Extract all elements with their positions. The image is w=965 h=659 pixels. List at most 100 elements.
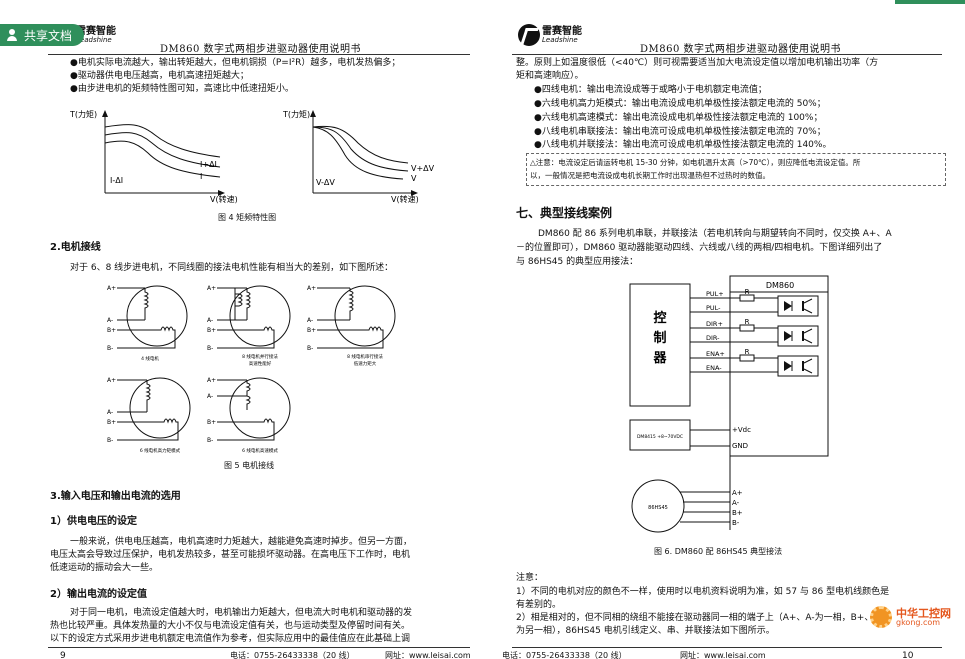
- motor-model-label: 86HS45: [648, 505, 668, 511]
- motor-6wire-torque-diagram: A+ A- B+ B- 6 线电机高力矩模式: [107, 377, 191, 454]
- section-7-line-3: 与 86HS45 的典型应用接法：: [516, 257, 639, 267]
- power-supply-label: DM8415 +8~70VDC: [637, 434, 683, 440]
- section-3-2-heading: 2）输出电流的设定值: [50, 589, 147, 600]
- power-pin-vdc: +Vdc: [732, 426, 751, 434]
- svg-text:A-: A-: [207, 393, 213, 400]
- section-3-1-heading: 1）供电电压的设定: [50, 516, 137, 527]
- controller-char-3: 器: [652, 351, 667, 366]
- svg-text:A+: A+: [307, 285, 316, 292]
- svg-text:B-: B-: [107, 437, 113, 444]
- left-header-rule: [48, 54, 470, 55]
- svg-text:B+: B+: [207, 419, 216, 426]
- right-intro-line-1: 整。原则上如温度很低（<40℃）则可视需要适当加大电流设定值以增加电机输出功率（…: [516, 58, 879, 68]
- note-line-1: △注意：电流设定后请运转电机 15-30 分钟，如电机温升太高（>70℃），则应…: [530, 158, 861, 167]
- right-page-header: DM860 数字式两相步进驱动器使用说明书: [640, 44, 842, 55]
- graph2-curve-top: V+ΔV: [411, 164, 435, 173]
- motor-pin-a-minus: A-: [732, 499, 740, 507]
- right-footer-web: 网址：www.leisai.com: [680, 651, 766, 659]
- logo-en: Leadshine: [76, 35, 112, 44]
- graph2-ylabel: T(力矩): [283, 109, 310, 119]
- section-3-2-line-1: 对于同一电机，电流设定值越大时，电机输出力矩越大，但电流大时电机和驱动器的发: [70, 608, 413, 618]
- right-footer-rule: [512, 647, 942, 648]
- motor-6wire-speed-diagram: A+ A- B+ B- 6 线电机高速模式: [207, 377, 291, 454]
- right-page-number: 10: [902, 651, 914, 659]
- notes-title: 注意：: [516, 573, 544, 583]
- graph2-xlabel: V(转速): [391, 194, 419, 204]
- figure-4-caption: 图 4 矩频特性图: [218, 213, 277, 222]
- svg-text:A+: A+: [207, 285, 216, 292]
- share-document-button[interactable]: 共享文档: [0, 24, 84, 46]
- left-page-header: DM860 数字式两相步进驱动器使用说明书: [160, 44, 362, 55]
- left-bullet-3: ●由步进电机的矩频特性图可知，高速比中低速扭矩小。: [70, 84, 294, 94]
- section-3-1-line-2: 电压太高会导致过压保护，电机发热较多，甚至可能损坏驱动器。在高电压下工作时，电机: [50, 550, 411, 560]
- right-bullet-4: ●八线电机串联接法：输出电流可设成电机单极性接法额定电流的 70%；: [534, 127, 826, 137]
- resistor-pul: R: [745, 288, 750, 296]
- leadshine-logo-icon: [518, 24, 540, 46]
- right-bullet-2: ●六线电机高力矩模式：输出电流设成电机单极性接法额定电流的 50%；: [534, 99, 826, 109]
- signal-ena-minus: ENA-: [706, 364, 722, 372]
- section-3-1-line-1: 一般来说，供电电压越高，电机高速时力矩越大，越能避免高速时掉步。但另一方面，: [70, 537, 413, 547]
- left-bullet-2: ●驱动器供电电压越高，电机高速扭矩越大；: [70, 71, 249, 81]
- gear-icon: [870, 606, 892, 628]
- section-2-text: 对于 6、8 线步进电机，不同线圈的接法电机性能有相当大的差别，如下图所述：: [70, 263, 394, 273]
- motor-8wire-parallel-caption2: 高速性能好: [249, 360, 272, 367]
- svg-text:B-: B-: [207, 437, 213, 444]
- section-2-heading: 2.电机接线: [50, 242, 101, 253]
- notes-line-2: 有差别的。: [516, 600, 562, 610]
- current-note-box: [526, 153, 946, 186]
- figure-5-caption: 图 5 电机接线: [224, 461, 275, 470]
- graph1-xlabel: V(转速): [210, 194, 238, 204]
- motor-pin-b-minus: B-: [732, 519, 740, 527]
- notes-line-3: 2）相是相对的，但不同相的绕组不能接在驱动器同一相的端子上（A+、A-为一相，B…: [516, 613, 883, 623]
- gkong-watermark: 中华工控网 gkong.com: [870, 606, 951, 628]
- svg-text:B+: B+: [207, 327, 216, 334]
- signal-pul-minus: PUL-: [706, 304, 721, 312]
- dm860-wiring-diagram: 控 制 器 DM860 R R R PUL+ PUL- DIR+ DIR- EN…: [629, 275, 829, 533]
- top-accent-bar: [895, 0, 965, 4]
- svg-text:A-: A-: [207, 317, 213, 324]
- motor-8wire-series-caption: 8 线电机串行接法: [347, 353, 383, 360]
- motor-pin-a-plus: A+: [732, 489, 743, 497]
- person-icon: [6, 29, 18, 41]
- motor-8wire-parallel-caption: 8 线电机并行接法: [242, 353, 278, 360]
- svg-text:A+: A+: [107, 377, 116, 384]
- left-bullet-1: ●电机实际电流越大，输出转矩越大，但电机铜损（P=I²R）越多，电机发热偏多；: [70, 58, 401, 68]
- section-3-heading: 3.输入电压和输出电流的选用: [50, 491, 181, 502]
- right-bullet-5: ●八线电机并联接法：输出电流可设成电机单极性接法额定电流的 140%。: [534, 140, 832, 150]
- controller-char-2: 制: [653, 330, 666, 346]
- signal-dir-plus: DIR+: [706, 320, 723, 328]
- section-7-heading: 七、典型接线案例: [516, 206, 613, 220]
- right-footer-tel: 电话：0755-26433338（20 线）: [502, 651, 627, 659]
- graph2-curve-low: V-ΔV: [316, 178, 335, 187]
- torque-voltage-graph: T(力矩) V+ΔV V V-ΔV V(转速): [283, 109, 435, 204]
- svg-text:B-: B-: [107, 345, 113, 352]
- power-pin-gnd: GND: [732, 442, 748, 450]
- section-3-2-line-3: 以下的设定方式采用步进电机额定电流值作为参考，但实际应用中的最佳值应在此基础上调: [50, 634, 411, 644]
- section-7-line-1: DM860 配 86 系列电机串联，并联接法（若电机转向与期望转向不同时，仅交换…: [538, 229, 892, 239]
- section-3-2-line-2: 热也比较严重。具体发热量的大小不仅与电流设定值有关，也与运动类型及停留时间有关。: [50, 621, 411, 631]
- right-bullet-3: ●六线电机高速模式：输出电流设成电机单极性接法额定电流的 100%；: [534, 113, 823, 123]
- right-header-rule: [512, 54, 942, 55]
- signal-pul-plus: PUL+: [706, 290, 724, 298]
- logo-cn: 雷赛智能: [76, 25, 116, 37]
- motor-4wire-caption: 4 线电机: [141, 355, 159, 362]
- watermark-line-1: 中华工控网: [896, 606, 951, 620]
- resistor-dir: R: [745, 318, 750, 326]
- svg-text:B+: B+: [307, 327, 316, 334]
- figure-6-caption: 图 6. DM860 配 86HS45 典型接法: [654, 547, 783, 556]
- svg-text:A-: A-: [307, 317, 313, 324]
- graph1-curve-low: I-ΔI: [110, 176, 123, 185]
- signal-dir-minus: DIR-: [706, 334, 720, 342]
- note-line-2: 以，一般情况是把电流设成电机长期工作时出现温热但不过热时的数值。: [530, 171, 770, 180]
- motor-6wire-torque-caption: 6 线电机高力矩模式: [140, 447, 181, 454]
- driver-label: DM860: [766, 281, 794, 290]
- svg-text:B-: B-: [307, 345, 313, 352]
- controller-char-1: 控: [653, 310, 666, 326]
- left-footer-tel: 电话：0755-26433338（20 线）: [230, 651, 355, 659]
- svg-text:A+: A+: [207, 377, 216, 384]
- motor-8wire-series-caption2: 低速力矩大: [354, 360, 377, 367]
- graph1-curve-mid: I: [200, 172, 202, 181]
- left-page-number: 9: [60, 651, 66, 659]
- svg-text:B-: B-: [207, 345, 213, 352]
- motor-8wire-parallel-diagram: A+ A- B+ B- 8 线电机并行接法 高速性能好: [207, 285, 291, 367]
